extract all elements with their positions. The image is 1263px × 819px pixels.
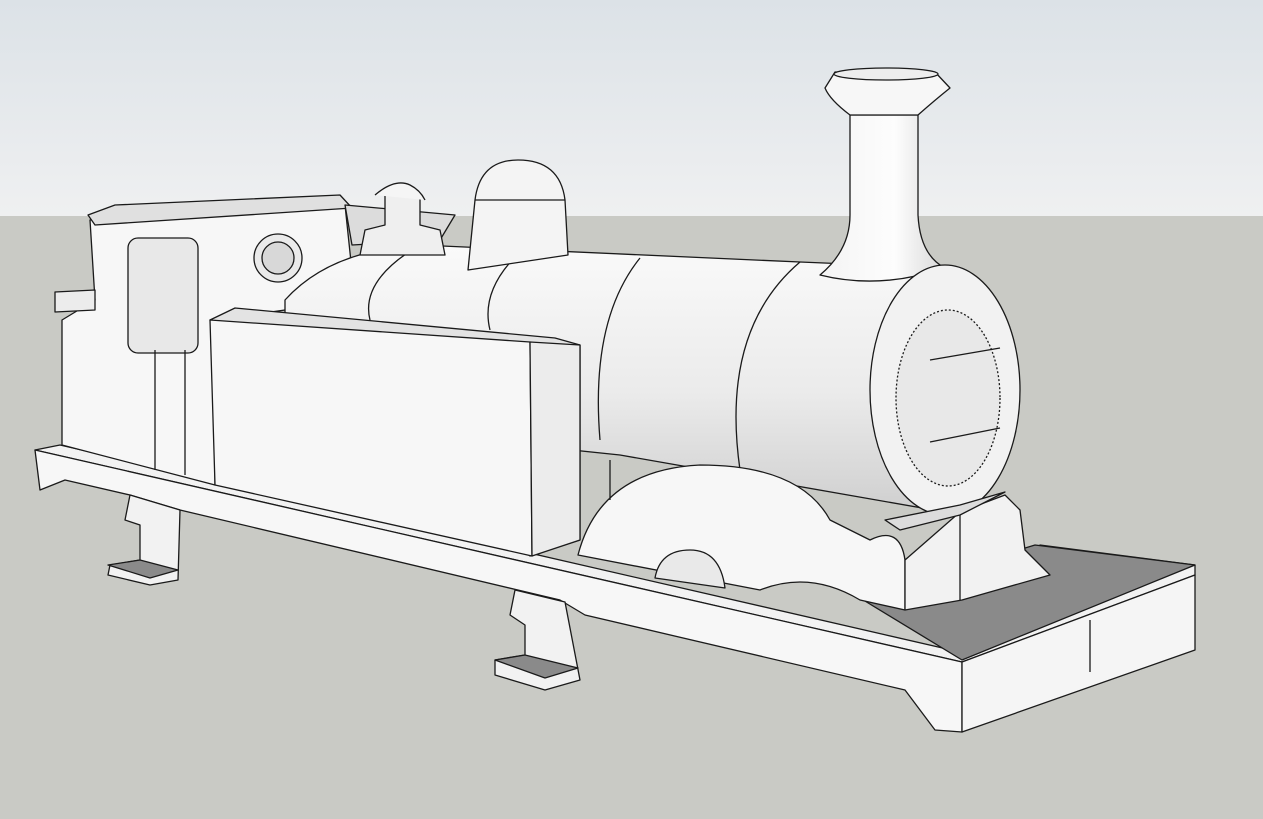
cylinder-saddle — [577, 460, 1051, 611]
chimney — [819, 67, 951, 282]
door-hinge-upper — [929, 347, 1001, 361]
side-tank — [209, 307, 581, 557]
sky — [0, 0, 1263, 216]
frame-foot-front — [494, 589, 581, 691]
smokebox-front — [869, 264, 1021, 516]
dome — [467, 159, 569, 271]
smokebox-door — [895, 309, 1001, 487]
wheel-arch — [654, 549, 726, 589]
frame-foot-rear — [107, 494, 181, 586]
door-hinge-lower — [929, 427, 1001, 443]
cab-window — [127, 237, 199, 354]
safety-valve — [359, 182, 446, 256]
